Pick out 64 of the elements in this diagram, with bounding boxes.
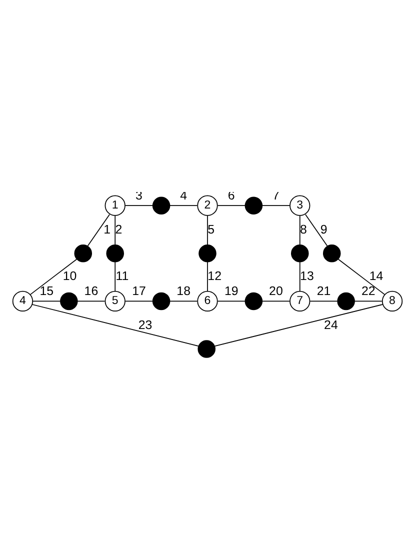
connector	[299, 260, 300, 291]
connector	[207, 214, 208, 245]
connector	[124, 204, 154, 206]
node-circle: 5	[104, 290, 126, 312]
connector	[87, 214, 110, 246]
node-circle: 2	[197, 194, 218, 216]
edge-label: 23	[138, 318, 152, 332]
edge-label: 17	[132, 284, 146, 298]
connector	[76, 300, 106, 302]
connector	[299, 214, 300, 245]
node-circle	[152, 196, 170, 214]
connector	[354, 300, 382, 302]
edge-label: 5	[208, 222, 215, 236]
node-circle: 6	[197, 290, 218, 312]
connector	[30, 258, 78, 294]
connector	[114, 260, 116, 291]
node-circle	[60, 292, 78, 310]
edge-label: 10	[62, 268, 77, 282]
node-circle	[244, 196, 263, 214]
connector	[32, 304, 199, 346]
connector	[32, 300, 61, 302]
connector	[169, 300, 198, 302]
connector	[169, 204, 198, 206]
edge-label: 2	[115, 222, 122, 236]
node-circle	[74, 244, 92, 262]
edge-label: 12	[208, 268, 222, 282]
edge-label: 11	[116, 268, 129, 282]
edge-label: 8	[300, 222, 307, 236]
edge-label: 21	[316, 284, 331, 298]
node-circle	[322, 244, 341, 262]
connector	[262, 204, 290, 206]
edge-label: 18	[176, 284, 191, 298]
edge-label: 20	[269, 284, 283, 298]
node-circle	[152, 292, 170, 310]
connector	[114, 214, 116, 245]
connector	[124, 300, 154, 302]
node-circle	[106, 244, 124, 262]
edge-label: 24	[324, 318, 338, 332]
connector	[207, 260, 208, 291]
node-circle	[291, 244, 309, 262]
node-circle: 1	[104, 194, 126, 216]
edge-label: 19	[224, 284, 238, 298]
edge-label: 15	[40, 284, 54, 298]
edge-label: 9	[320, 222, 328, 236]
node-circle: 3	[290, 194, 310, 216]
connector	[214, 304, 383, 346]
node-circle	[198, 244, 216, 262]
edge-label: 14	[369, 268, 384, 282]
edge-label: 1	[104, 222, 111, 236]
node-circle: 7	[290, 290, 310, 312]
node-circle	[198, 340, 216, 358]
node-circle	[337, 292, 355, 310]
connector	[217, 300, 246, 302]
edge-label: 16	[84, 284, 98, 298]
connector	[310, 300, 338, 302]
connector	[338, 258, 385, 294]
node-circle: 4	[12, 290, 34, 312]
edge-label: 22	[361, 284, 376, 298]
connector	[262, 300, 290, 302]
connector	[305, 214, 328, 246]
node-circle	[244, 292, 263, 310]
node-circle: 8	[382, 290, 403, 312]
edge-label: 13	[300, 268, 314, 282]
connector	[217, 204, 246, 206]
